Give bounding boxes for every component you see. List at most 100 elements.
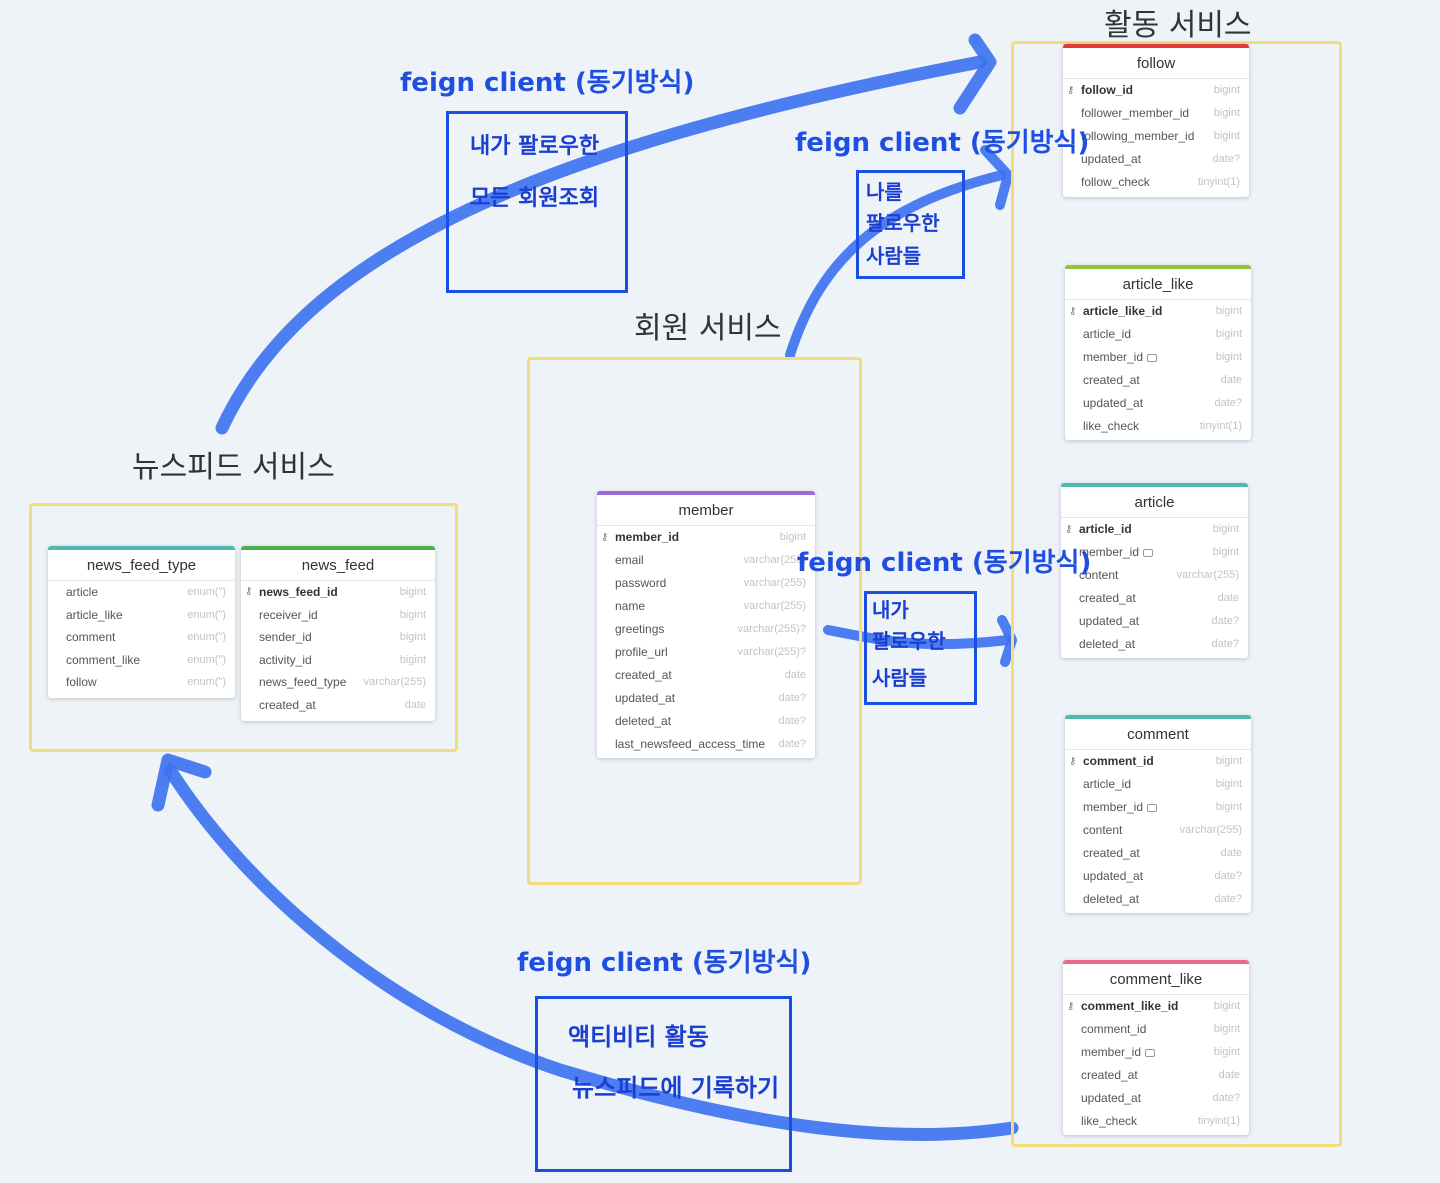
- box-following-all-line2: 모든 회원조회: [470, 186, 600, 211]
- column-name: news_feed_id: [259, 585, 338, 599]
- column-type: date: [404, 698, 426, 711]
- column-name: updated_at: [1083, 869, 1144, 883]
- column-type: bigint: [1212, 546, 1239, 558]
- table-name[interactable]: member: [597, 495, 815, 526]
- table-name[interactable]: article: [1061, 487, 1248, 518]
- column-name: article_like_id: [1083, 304, 1163, 318]
- column-type: tinyint(1): [1197, 1115, 1240, 1127]
- table-row[interactable]: comment enum("): [48, 626, 235, 649]
- column-type: bigint: [1213, 84, 1240, 96]
- table-name[interactable]: article_like: [1065, 269, 1251, 300]
- column-type: enum("): [187, 631, 226, 643]
- key-icon: ⚷: [1069, 306, 1077, 317]
- key-icon: ⚷: [245, 586, 253, 597]
- column-type: enum("): [187, 676, 226, 688]
- box-my-following-line2: 팔로우한: [872, 629, 946, 653]
- column-type: date?: [1212, 1092, 1240, 1104]
- activity-service-frame: [1011, 41, 1342, 1147]
- column-name: comment_id: [1083, 754, 1154, 768]
- column-type: varchar(255): [743, 554, 806, 566]
- table-row[interactable]: member_id bigint: [1061, 541, 1248, 564]
- column-name: comment_like_id: [1081, 999, 1179, 1013]
- table-name[interactable]: news_feed: [241, 550, 435, 581]
- column-name: deleted_at: [1083, 892, 1140, 906]
- column-name: comment: [66, 630, 116, 644]
- table-name[interactable]: comment: [1065, 719, 1251, 750]
- column-name: article_id: [1083, 777, 1132, 791]
- feign-note-bottom: feign client (동기방식): [517, 948, 812, 978]
- table-name[interactable]: follow: [1063, 48, 1249, 79]
- column-name: content: [1079, 568, 1119, 582]
- table-color-bar: [597, 491, 815, 495]
- column-name: like_check: [1083, 419, 1140, 433]
- column-type: date?: [778, 692, 806, 704]
- column-type: varchar(255): [743, 600, 806, 612]
- box-followers-line1: 나를: [866, 180, 903, 204]
- column-type: bigint: [399, 653, 426, 666]
- column-name: following_member_id: [1081, 129, 1195, 143]
- table-name[interactable]: news_feed_type: [48, 550, 235, 581]
- column-name: member_id: [1079, 545, 1140, 559]
- table-name[interactable]: comment_like: [1063, 964, 1249, 995]
- column-name: updated_at: [1083, 396, 1144, 410]
- arrow-head-4: [151, 753, 212, 812]
